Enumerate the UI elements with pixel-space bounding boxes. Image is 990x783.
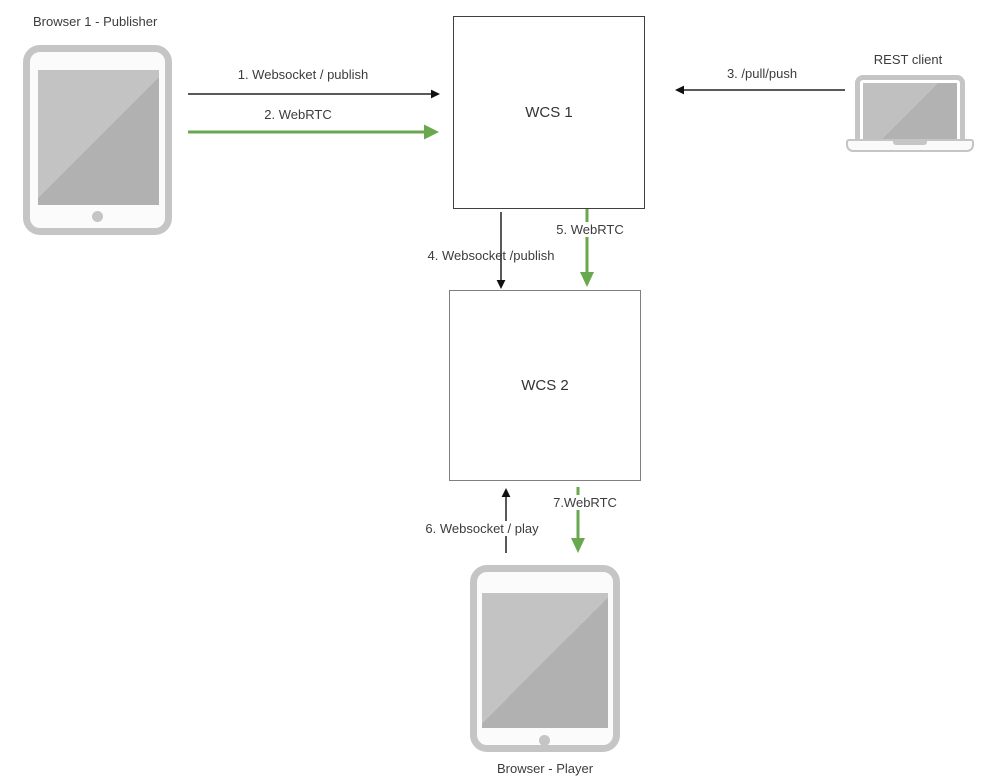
wcs2-server-box: WCS 2 — [449, 290, 641, 481]
arrow-3-label: 3. /pull/push — [726, 66, 798, 81]
arrow-6-label: 6. Websocket / play — [422, 521, 542, 536]
arrow-1-websocket-publish — [188, 89, 440, 99]
arrow-2-label: 2. WebRTC — [264, 107, 332, 122]
wcs2-label: WCS 2 — [521, 377, 569, 394]
laptop-notch — [893, 141, 927, 145]
publisher-node-label: Browser 1 - Publisher — [33, 14, 158, 29]
wcs1-label: WCS 1 — [525, 104, 573, 121]
player-tablet-icon — [470, 565, 620, 752]
tablet-screen — [482, 593, 608, 728]
laptop-screen — [855, 75, 965, 144]
arrow-2-webrtc — [188, 124, 439, 140]
rest-client-laptop-icon — [846, 75, 974, 153]
tablet-screen — [38, 70, 159, 205]
arrow-4-websocket-publish — [496, 212, 506, 289]
home-button-icon — [92, 211, 103, 222]
arrow-4-label: 4. Websocket /publish — [427, 248, 555, 263]
arrow-5-webrtc — [580, 209, 594, 287]
laptop-base — [846, 139, 974, 152]
wcs1-server-box: WCS 1 — [453, 16, 645, 209]
arrow-5-label: 5. WebRTC — [553, 222, 627, 237]
arrow-7-label: 7.WebRTC — [550, 495, 620, 510]
rest-client-node-label: REST client — [873, 52, 943, 67]
publisher-tablet-icon — [23, 45, 172, 235]
arrow-1-label: 1. Websocket / publish — [237, 67, 369, 82]
player-node-label: Browser - Player — [496, 761, 594, 776]
arrow-3-pull-push — [675, 85, 845, 95]
home-button-icon — [539, 735, 550, 746]
laptop-display — [863, 83, 957, 139]
